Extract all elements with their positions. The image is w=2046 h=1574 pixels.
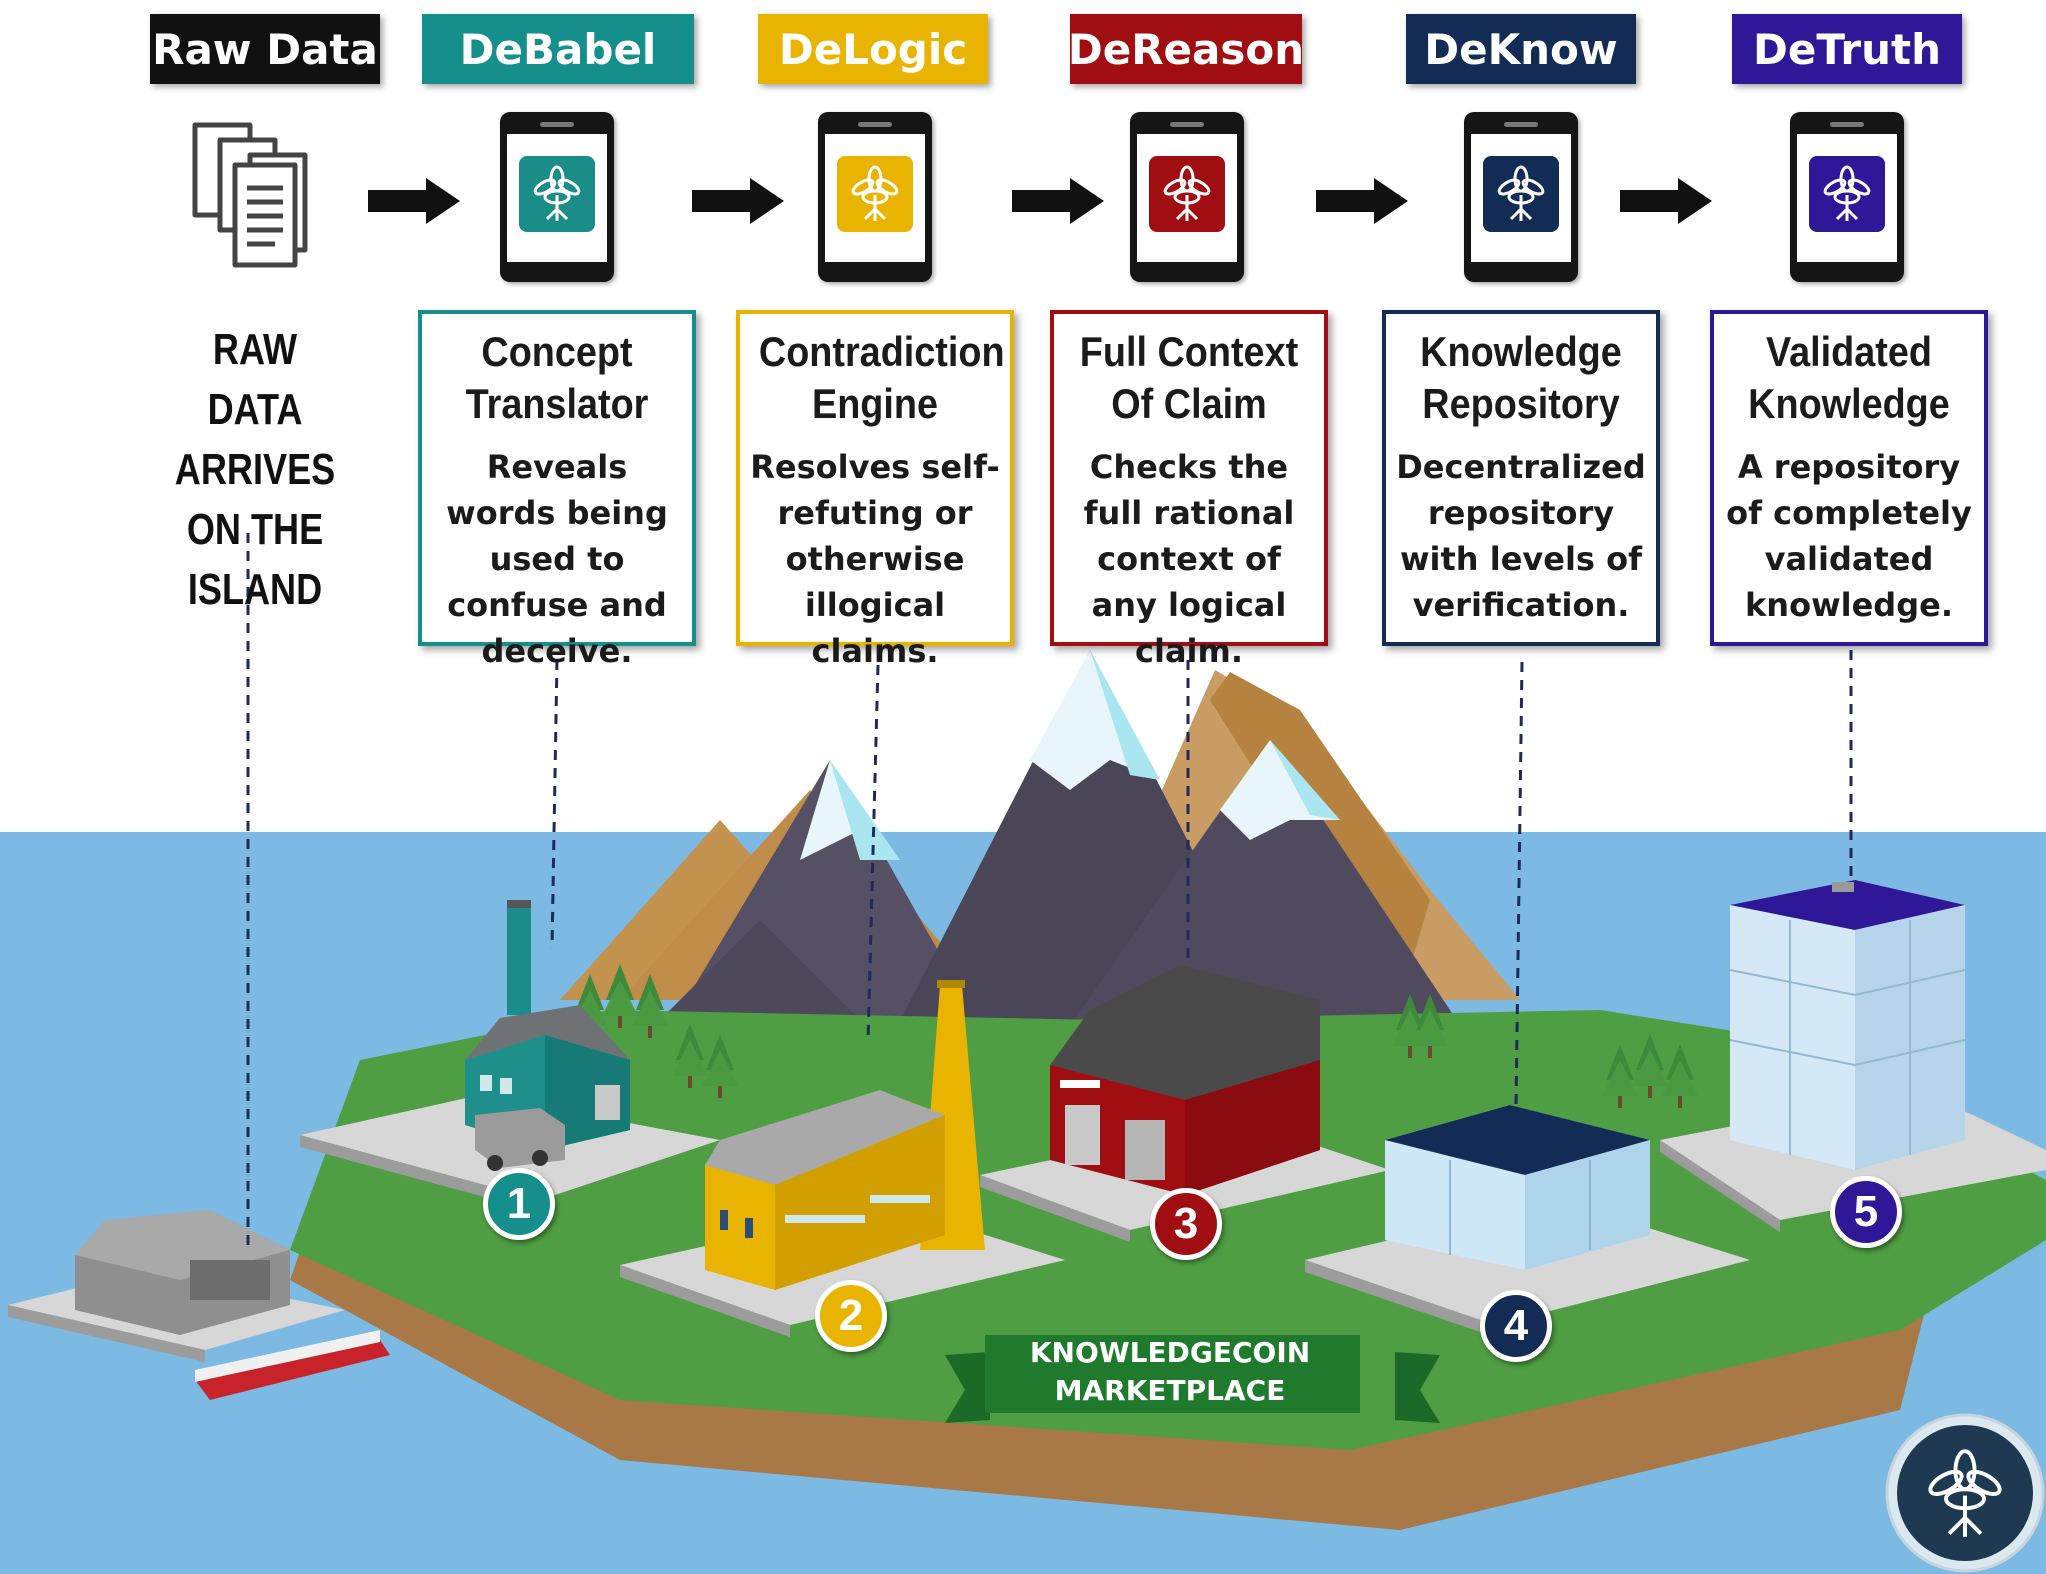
stage-label-raw-data: Raw Data bbox=[150, 14, 380, 84]
validated-knowledge-tower bbox=[1729, 880, 1966, 1170]
stage-label-dereason: DeReason bbox=[1068, 14, 1304, 84]
debabel-phone-icon bbox=[500, 112, 614, 282]
dashed-connectors bbox=[246, 533, 1853, 1250]
stage-label-debabel: DeBabel bbox=[422, 14, 694, 84]
documents-icon bbox=[192, 122, 308, 268]
box-body: Resolves self-refuting or otherwise illo… bbox=[750, 448, 1000, 670]
raw-data-caption: RAW DATA ARRIVES ON THE ISLAND bbox=[174, 325, 336, 614]
dereason-phone-icon bbox=[1130, 112, 1244, 282]
tree-logo-icon bbox=[1149, 156, 1225, 232]
marketplace-banner bbox=[945, 1335, 1440, 1423]
tree-logo-icon bbox=[519, 156, 595, 232]
validated-knowledge-box: Validated Knowledge A repository of comp… bbox=[1710, 310, 1988, 646]
box-body: Reveals words being used to confuse and … bbox=[446, 448, 668, 670]
box-body: Checks the full rational context of any … bbox=[1083, 448, 1295, 670]
marketplace-label: KNOWLEDGECOIN MARKETPLACE bbox=[1029, 1336, 1311, 1407]
deknow-phone-icon bbox=[1464, 112, 1578, 282]
delogic-phone-icon bbox=[818, 112, 932, 282]
stage-label-delogic: DeLogic bbox=[758, 14, 988, 84]
box-title: Knowledge Repository bbox=[1420, 328, 1622, 427]
step-badge-1: 1 bbox=[483, 1168, 555, 1240]
arrow-right-icon bbox=[1316, 178, 1408, 224]
box-title: Full Context Of Claim bbox=[1079, 328, 1299, 427]
detruth-phone-icon bbox=[1790, 112, 1904, 282]
corner-logo bbox=[1885, 1413, 2045, 1573]
mountains bbox=[560, 650, 1520, 1060]
full-context-box: Full Context Of Claim Checks the full ra… bbox=[1050, 310, 1328, 670]
arrow-right-icon bbox=[692, 178, 784, 224]
arrow-right-icon bbox=[1620, 178, 1712, 224]
concept-translator-factory bbox=[465, 900, 630, 1171]
arrow-right-icon bbox=[368, 178, 460, 224]
tree-logo-icon bbox=[1809, 156, 1885, 232]
step-badge-4: 4 bbox=[1480, 1290, 1552, 1362]
knowledge-repository-building bbox=[1385, 1105, 1650, 1270]
contradiction-engine-factory bbox=[705, 980, 985, 1290]
stage-label-deknow: DeKnow bbox=[1406, 14, 1636, 84]
tree-logo-icon bbox=[837, 156, 913, 232]
knowledge-repository-box: Knowledge Repository Decentralized repos… bbox=[1382, 310, 1660, 646]
step-badge-3: 3 bbox=[1150, 1188, 1222, 1260]
tree-logo-icon bbox=[1928, 1449, 2002, 1537]
box-body: A repository of completely validated kno… bbox=[1726, 448, 1972, 624]
arrow-right-icon bbox=[1012, 178, 1104, 224]
concept-translator-box: Concept Translator Reveals words being u… bbox=[418, 310, 696, 670]
tree-logo-icon bbox=[1483, 156, 1559, 232]
box-body: Decentralized repository with levels of … bbox=[1396, 448, 1646, 624]
box-title: Contradiction Engine bbox=[758, 328, 1005, 427]
contradiction-engine-box: Contradiction Engine Resolves self-refut… bbox=[736, 310, 1014, 670]
box-title: Validated Knowledge bbox=[1748, 328, 1950, 427]
box-title: Concept Translator bbox=[465, 328, 649, 427]
step-badge-5: 5 bbox=[1830, 1176, 1902, 1248]
stage-label-detruth: DeTruth bbox=[1732, 14, 1962, 84]
raw-data-dock bbox=[75, 1210, 390, 1400]
step-badge-2: 2 bbox=[815, 1280, 887, 1352]
full-context-factory bbox=[1050, 965, 1320, 1195]
